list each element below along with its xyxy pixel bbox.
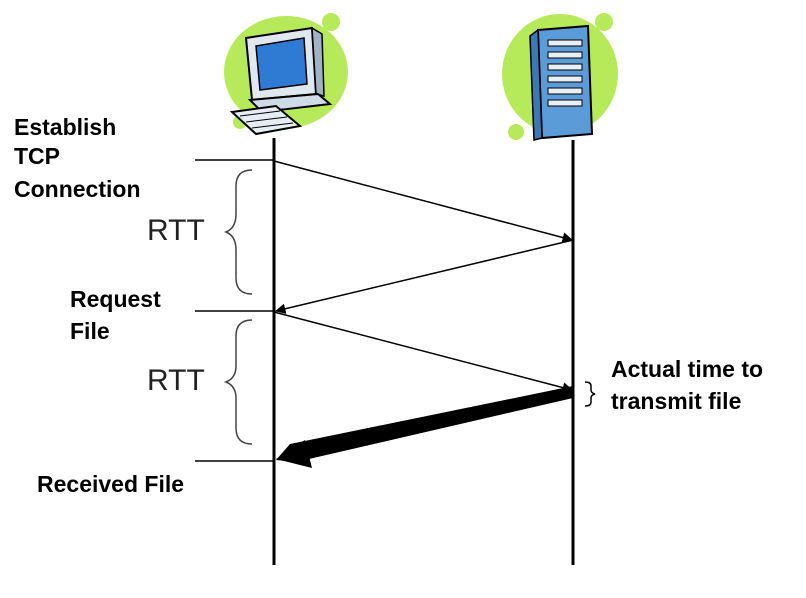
request-label-line2: File (70, 318, 110, 344)
establish-label-line2: TCP (14, 143, 60, 169)
rtt-label-2: RTT (147, 364, 205, 397)
syn-arrow (273, 160, 574, 243)
server-tower-icon (502, 13, 618, 141)
establish-label-line1: Establish (14, 114, 116, 140)
received-file-label: Received File (37, 471, 184, 497)
desktop-computer-icon (224, 13, 348, 136)
transmit-brace (584, 381, 596, 407)
synack-arrow (274, 239, 574, 314)
rtt-brace-1 (223, 169, 253, 295)
establish-label-line3: Connection (14, 176, 141, 202)
rtt-brace-2 (223, 319, 253, 445)
file-transfer-arrow (276, 386, 575, 468)
request-label-line1: Request (70, 286, 161, 312)
actual-time-label-line1: Actual time to (611, 356, 763, 382)
request-arrow (273, 311, 574, 393)
rtt-label-1: RTT (147, 214, 205, 247)
actual-time-label-line2: transmit file (611, 388, 741, 414)
